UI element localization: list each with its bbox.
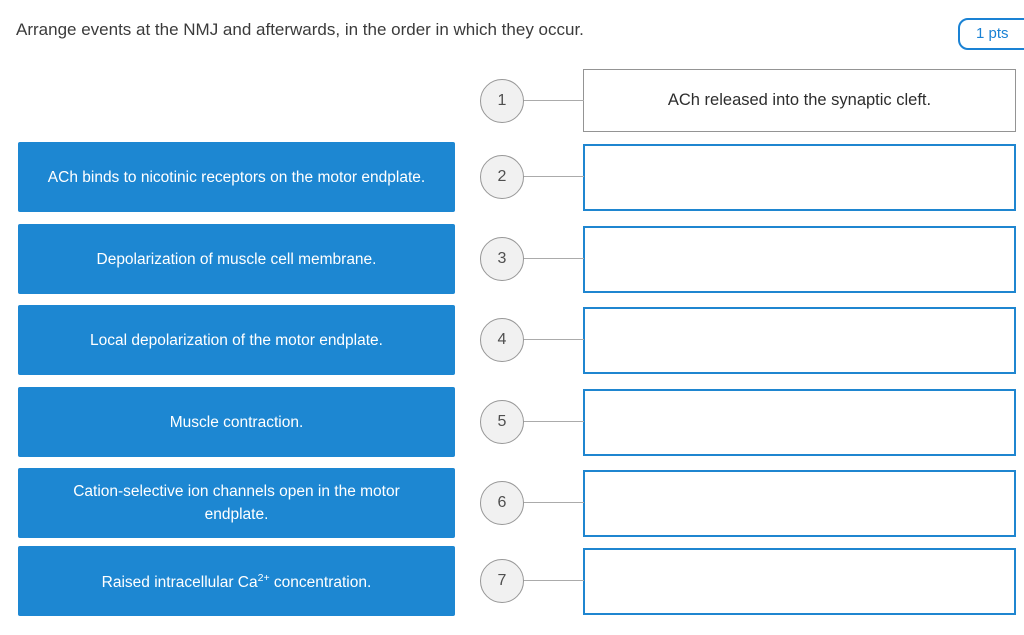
dropzone-slot-6[interactable] <box>583 470 1016 537</box>
slot-number-7: 7 <box>480 559 524 603</box>
slot-number-label: 7 <box>497 572 507 589</box>
connector-line <box>520 580 584 581</box>
dropzone-slot-5[interactable] <box>583 389 1016 456</box>
choice-tile-depolarization-membrane[interactable]: Depolarization of muscle cell membrane. <box>18 224 455 294</box>
connector-line <box>520 258 584 259</box>
connector-line <box>520 100 584 101</box>
choice-tile-raised-calcium[interactable]: Raised intracellular Ca2+ concentration. <box>18 546 455 616</box>
choice-label: Depolarization of muscle cell membrane. <box>96 250 377 268</box>
order-row-5: Muscle contraction. 5 <box>0 387 1024 457</box>
dropzone-slot-3[interactable] <box>583 226 1016 293</box>
choice-label-suffix: concentration. <box>269 574 372 592</box>
slot-number-label: 2 <box>497 168 507 185</box>
slot-number-label: 5 <box>497 413 507 430</box>
points-badge: 1 pts <box>958 18 1024 50</box>
slot-number-2: 2 <box>480 155 524 199</box>
choice-tile-local-depolarization[interactable]: Local depolarization of the motor endpla… <box>18 305 455 375</box>
placed-answer-label: ACh released into the synaptic cleft. <box>667 91 932 109</box>
slot-number-5: 5 <box>480 400 524 444</box>
dropzone-slot-4[interactable] <box>583 307 1016 374</box>
order-row-4: Local depolarization of the motor endpla… <box>0 305 1024 375</box>
choice-label: Muscle contraction. <box>169 413 304 431</box>
slot-number-6: 6 <box>480 481 524 525</box>
choice-tile-muscle-contraction[interactable]: Muscle contraction. <box>18 387 455 457</box>
connector-line <box>520 421 584 422</box>
connector-line <box>520 339 584 340</box>
slot-number-label: 1 <box>497 92 507 109</box>
order-row-2: ACh binds to nicotinic receptors on the … <box>0 142 1024 212</box>
dropzone-slot-7[interactable] <box>583 548 1016 615</box>
order-row-1: 1 ACh released into the synaptic cleft. <box>0 69 1024 133</box>
slot-number-label: 4 <box>497 331 507 348</box>
slot-number-label: 6 <box>497 494 507 511</box>
slot-number-4: 4 <box>480 318 524 362</box>
dropzone-slot-2[interactable] <box>583 144 1016 211</box>
choice-label: Cation-selective ion channels open in th… <box>73 483 400 523</box>
connector-line <box>520 502 584 503</box>
order-row-3: Depolarization of muscle cell membrane. … <box>0 224 1024 294</box>
choice-label-superscript: 2+ <box>257 572 270 585</box>
choice-label: Local depolarization of the motor endpla… <box>90 331 383 349</box>
choice-tile-ach-binds[interactable]: ACh binds to nicotinic receptors on the … <box>18 142 455 212</box>
choice-label: Raised intracellular Ca2+ concentration. <box>102 567 372 594</box>
order-row-6: Cation-selective ion channels open in th… <box>0 468 1024 538</box>
slot-number-label: 3 <box>497 250 507 267</box>
slot-number-1: 1 <box>480 79 524 123</box>
slot-number-3: 3 <box>480 237 524 281</box>
dropzone-slot-1[interactable]: ACh released into the synaptic cleft. <box>583 69 1016 132</box>
order-row-7: Raised intracellular Ca2+ concentration.… <box>0 546 1024 616</box>
choice-label-prefix: Raised intracellular Ca <box>101 574 258 592</box>
connector-line <box>520 176 584 177</box>
question-text: Arrange events at the NMJ and afterwards… <box>16 20 584 39</box>
choice-label: ACh binds to nicotinic receptors on the … <box>47 168 426 186</box>
choice-tile-cation-channels[interactable]: Cation-selective ion channels open in th… <box>18 468 455 538</box>
